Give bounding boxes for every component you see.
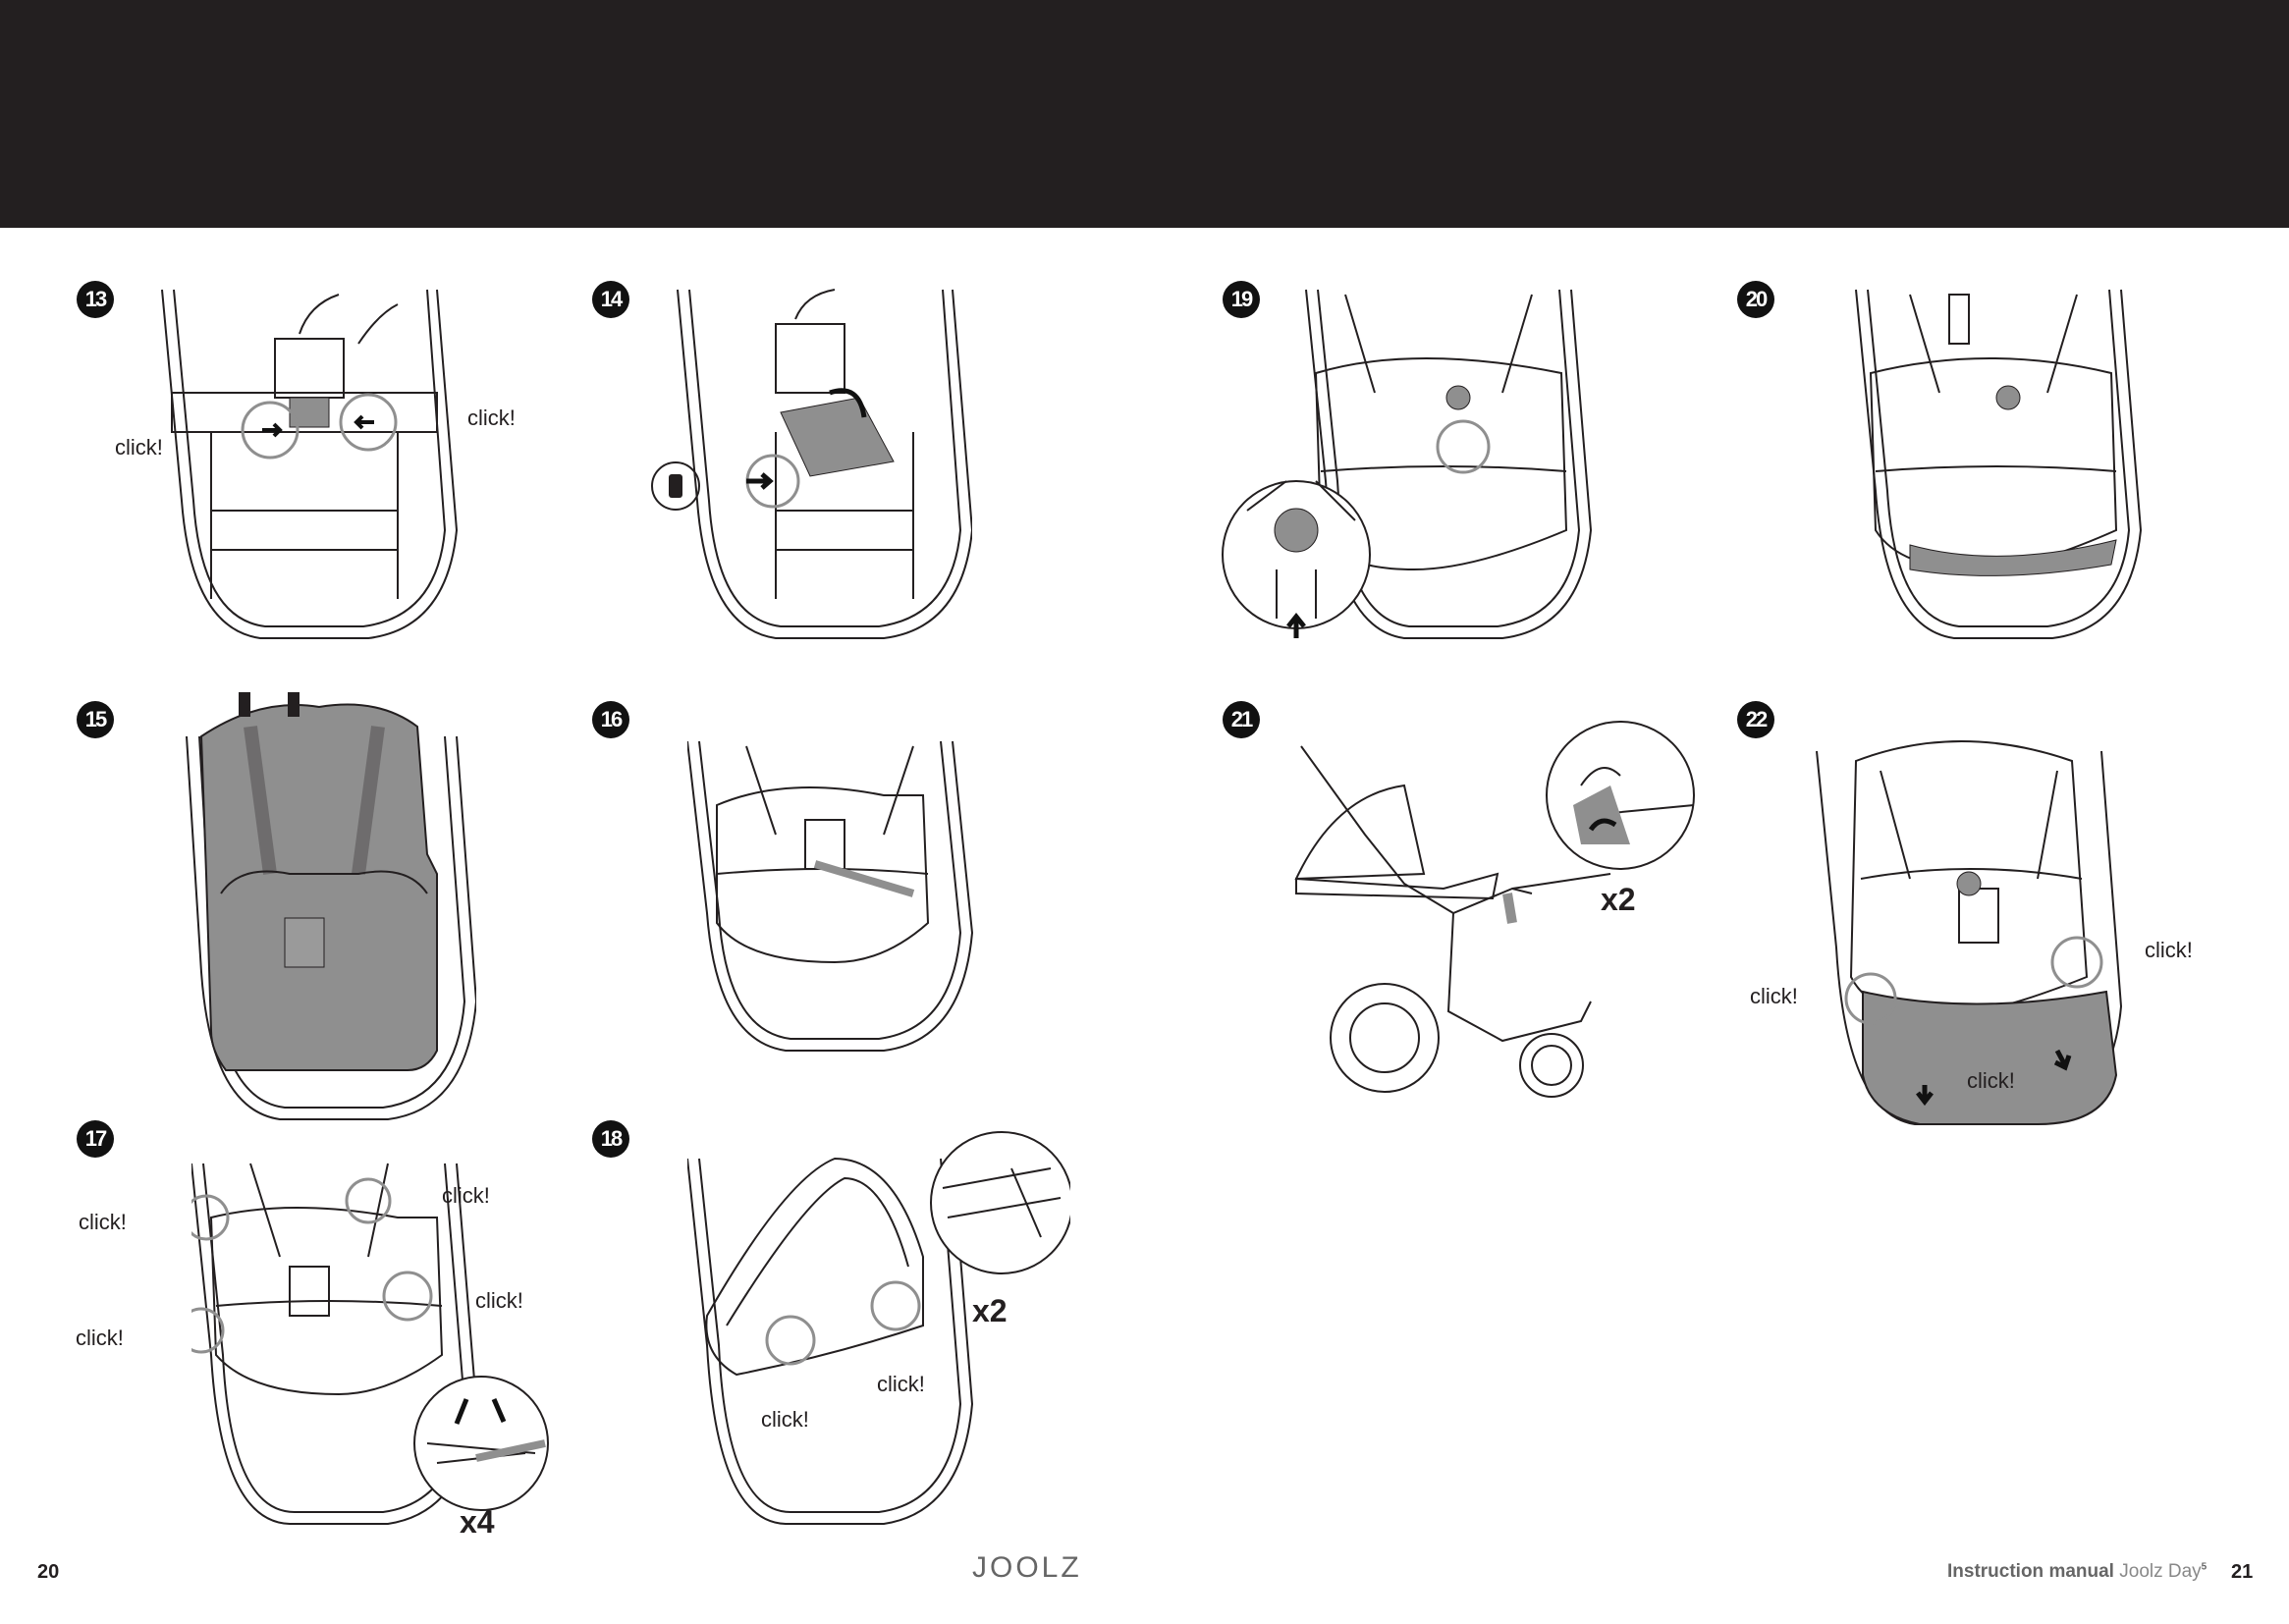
brand-logo: JOOLZ: [972, 1551, 1082, 1584]
step-14-illustration: [648, 285, 972, 648]
step-13-number: 13: [77, 281, 114, 318]
step-22-click-center: click!: [1967, 1068, 2015, 1093]
step-21-illustration: [1286, 717, 1699, 1100]
step-18-multiplier: x2: [972, 1293, 1008, 1328]
step-17-click-top-right: click!: [442, 1183, 490, 1208]
step-18-click-right: click!: [877, 1372, 925, 1396]
step-17-click-top-left: click!: [79, 1210, 127, 1234]
step-17-multiplier: x4: [460, 1504, 495, 1540]
step-14-number: 14: [592, 281, 629, 318]
step-19-illustration: [1218, 285, 1601, 648]
step-21-multiplier: x2: [1601, 882, 1636, 917]
manual-title: Instruction manual Joolz Day5: [1947, 1561, 2207, 1583]
manual-model-superscript: 5: [2201, 1561, 2207, 1573]
step-22-number: 22: [1737, 701, 1774, 738]
step-18-illustration: [687, 1129, 1070, 1532]
step-18-click-left: click!: [761, 1407, 809, 1432]
step-17-click-mid-left: click!: [76, 1326, 124, 1350]
step-22-click-right: click!: [2145, 938, 2193, 962]
step-18-number: 18: [592, 1120, 629, 1158]
step-16-illustration: [687, 736, 982, 1060]
manual-model: Joolz Day: [2119, 1561, 2202, 1582]
page-number-left: 20: [37, 1561, 60, 1583]
header-black-bar: [0, 0, 2289, 228]
step-13-click-right: click!: [467, 406, 516, 430]
step-13-illustration: [152, 285, 466, 648]
step-15-illustration: [182, 677, 476, 1129]
manual-label: Instruction manual: [1947, 1561, 2114, 1582]
step-20-illustration: [1851, 285, 2155, 648]
step-16-number: 16: [592, 701, 629, 738]
step-17-illustration: [191, 1159, 555, 1532]
step-15-number: 15: [77, 701, 114, 738]
page-number-right: 21: [2231, 1561, 2254, 1583]
step-19-number: 19: [1223, 281, 1260, 318]
step-22-illustration: [1812, 722, 2136, 1134]
step-13-click-left: click!: [115, 435, 163, 460]
step-17-click-mid-right: click!: [475, 1288, 523, 1313]
step-21-number: 21: [1223, 701, 1260, 738]
step-20-number: 20: [1737, 281, 1774, 318]
step-22-click-left: click!: [1750, 984, 1798, 1008]
step-17-number: 17: [77, 1120, 114, 1158]
